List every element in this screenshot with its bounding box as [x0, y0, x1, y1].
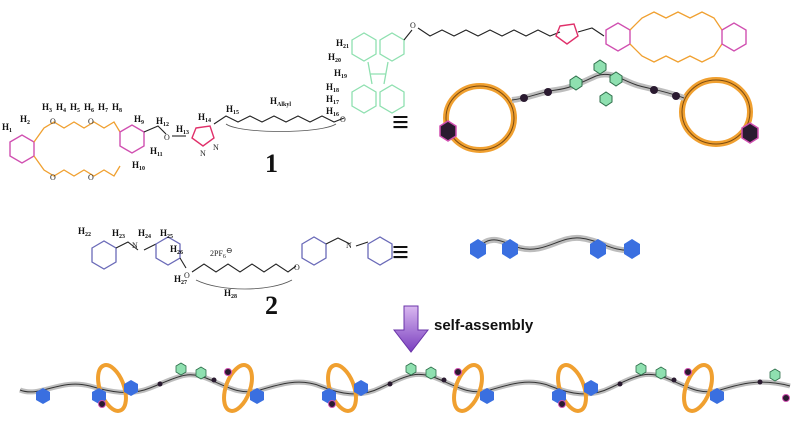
upper-alkyl-chain	[417, 27, 561, 37]
svg-text:O: O	[340, 115, 346, 124]
compound1-number: 1	[265, 149, 278, 178]
svg-text:O: O	[50, 173, 56, 182]
svg-text:O: O	[88, 117, 94, 126]
svg-text:O: O	[184, 271, 190, 280]
compound1-proton-labels: H1 H2 H3 H4 H5 H6 H7 H8 H9 H10 H11 H12 H…	[2, 38, 349, 172]
svg-text:O: O	[164, 133, 170, 142]
label-h16: H16	[326, 106, 339, 118]
alkyl-chain	[213, 115, 345, 125]
benzo-ring-left	[9, 134, 35, 164]
label-h22: H22	[78, 226, 91, 238]
label-h28: H28	[224, 288, 237, 300]
cartoon-axle	[475, 234, 633, 254]
label-h27: H27	[174, 274, 187, 286]
benzo-ring-upper-left	[605, 22, 631, 52]
svg-text:N: N	[132, 241, 138, 250]
svg-text:O: O	[294, 263, 300, 272]
label-h17: H17	[326, 94, 339, 106]
compound2-proton-labels: H22 H23 H24 H25 H26 H27 H28 2PF6⊖	[78, 226, 237, 300]
self-assembly-label: self-assembly	[434, 317, 534, 334]
label-halkyl: HAlkyl	[270, 96, 291, 108]
label-h6: H6	[84, 102, 94, 114]
benzyl-ring-left	[91, 240, 117, 270]
label-h25: H25	[160, 228, 173, 240]
label-h13: H13	[176, 124, 189, 136]
polymer-ammonium-hexagons	[36, 380, 724, 404]
label-h5: H5	[70, 102, 80, 114]
cartoon-tpe-hexagons	[569, 59, 623, 107]
svg-text:N: N	[200, 149, 206, 158]
svg-text:O: O	[88, 173, 94, 182]
svg-text:N: N	[346, 241, 352, 250]
benzo-ring-upper-right	[721, 22, 747, 52]
svg-text:N: N	[213, 143, 219, 152]
label-h1: H1	[2, 122, 12, 134]
label-h20: H20	[328, 52, 341, 64]
label-h12: H12	[156, 116, 169, 128]
svg-text:O: O	[50, 117, 56, 126]
equivalence-symbol-2: ≡	[392, 236, 409, 269]
phenoxy-ring-right	[301, 236, 327, 266]
cartoon-ammonium-hexagons	[470, 239, 640, 259]
label-h21: H21	[336, 38, 349, 50]
polymer-triazole-beads	[157, 377, 763, 387]
label-h10: H10	[132, 160, 145, 172]
label-h24: H24	[138, 228, 151, 240]
compound2-structure: N O O N	[91, 236, 393, 290]
self-assembly-arrow	[392, 305, 430, 353]
compound1-structure: O O O O O N N O O	[9, 11, 747, 182]
compound2-cartoon	[470, 234, 640, 259]
compound1-cartoon	[439, 59, 759, 153]
polymer-benzo-beads	[98, 368, 790, 408]
label-h7: H7	[98, 102, 108, 114]
tpe-core	[351, 32, 405, 114]
label-h11: H11	[150, 146, 163, 158]
triazole-ring	[191, 125, 215, 147]
compound2-number: 2	[265, 291, 278, 320]
label-h23: H23	[112, 228, 125, 240]
label-h8: H8	[112, 102, 122, 114]
label-h9: H9	[134, 114, 144, 126]
equivalence-symbol-1: ≡	[392, 106, 409, 139]
cartoon-benzo-hexagons	[439, 120, 759, 144]
benzo-ring-right	[119, 124, 145, 154]
cartoon-triazole-beads	[520, 86, 680, 102]
crown-ether-chain	[33, 121, 121, 177]
counterion-label: 2PF6⊖	[210, 246, 233, 260]
supramolecular-polymer	[19, 362, 791, 413]
crown-ether-upper	[629, 11, 723, 63]
label-h15: H15	[226, 104, 239, 116]
label-h18: H18	[326, 82, 339, 94]
linker-chain	[191, 263, 297, 273]
label-h26: H26	[170, 244, 183, 256]
benzyl-ring-right	[367, 236, 393, 266]
triazole-ring-upper	[555, 23, 579, 45]
svg-text:O: O	[410, 21, 416, 30]
label-h4: H4	[56, 102, 66, 114]
cartoon-spacer	[511, 71, 686, 103]
polymer-tpe-hexagons	[175, 362, 781, 382]
label-h14: H14	[198, 112, 211, 124]
label-h2: H2	[20, 114, 30, 126]
label-h3: H3	[42, 102, 52, 114]
label-h19: H19	[334, 68, 347, 80]
